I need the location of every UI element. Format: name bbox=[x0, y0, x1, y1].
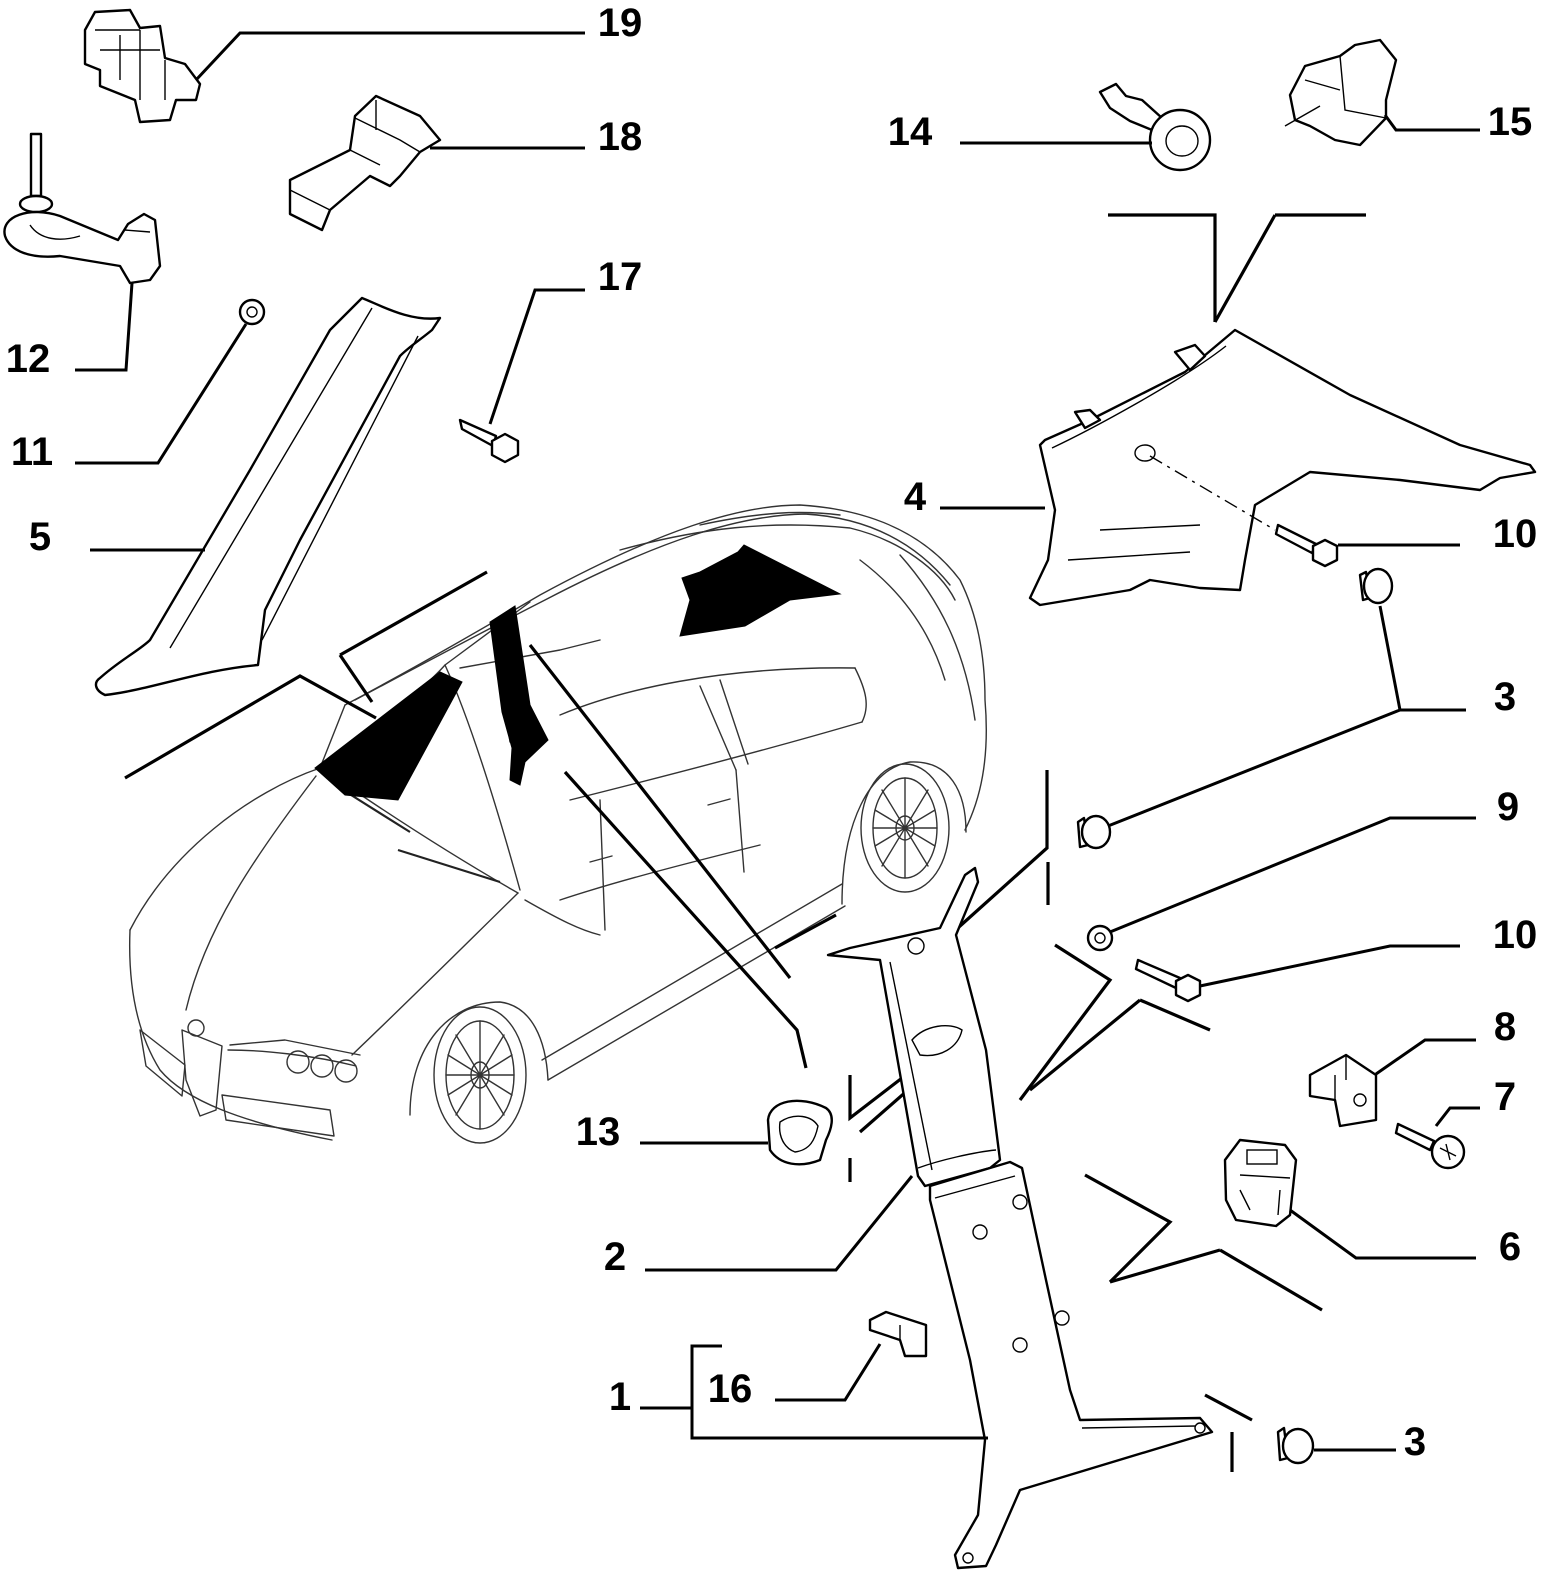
part-3-clip-lower bbox=[1276, 1426, 1315, 1465]
part-19-clip bbox=[83, 8, 202, 124]
b-pillar-highlight bbox=[489, 605, 549, 786]
callout-1: 1 bbox=[609, 1375, 631, 1419]
leader-6 bbox=[1289, 1208, 1476, 1260]
a-pillar-highlight bbox=[314, 671, 463, 801]
part-1-b-pillar-lower-trim bbox=[928, 1160, 1214, 1570]
part-16-plug bbox=[868, 1310, 928, 1358]
leader-15 bbox=[1383, 114, 1480, 132]
part-5-a-pillar-trim bbox=[94, 296, 442, 697]
leader-17 bbox=[488, 288, 585, 425]
callout-14: 14 bbox=[888, 110, 933, 154]
callout-7: 7 bbox=[1494, 1075, 1516, 1119]
callout-5: 5 bbox=[29, 515, 51, 559]
callout-18: 18 bbox=[598, 115, 643, 159]
part-12-bracket bbox=[3, 132, 162, 285]
part-7-screw bbox=[1394, 1122, 1466, 1170]
part-10-screw-middle bbox=[1134, 958, 1202, 1003]
pointer-lines bbox=[124, 213, 1366, 1472]
callout-10-middle: 10 bbox=[1493, 913, 1538, 957]
leader-1 bbox=[640, 1344, 988, 1440]
callout-11: 11 bbox=[11, 430, 53, 474]
part-14-push-pin bbox=[1098, 82, 1212, 172]
callout-12: 12 bbox=[6, 337, 51, 381]
callout-8: 8 bbox=[1494, 1005, 1516, 1049]
leader-9 bbox=[1109, 816, 1476, 934]
callout-17: 17 bbox=[598, 255, 643, 299]
leader-7 bbox=[1434, 1106, 1480, 1127]
part-11-nut bbox=[238, 298, 266, 326]
c-pillar-highlight bbox=[679, 544, 842, 637]
callout-16: 16 bbox=[708, 1367, 753, 1411]
part-3-clip-middle bbox=[1076, 814, 1112, 850]
callout-2: 2 bbox=[604, 1235, 626, 1279]
part-6-clip bbox=[1223, 1138, 1298, 1228]
leader-11 bbox=[75, 323, 248, 465]
part-10-screw bbox=[1274, 523, 1339, 568]
leader-2 bbox=[645, 1175, 914, 1272]
leader-3-upper bbox=[1107, 605, 1466, 828]
callout-labels: 19 18 17 14 15 12 11 5 4 10 3 9 10 8 7 1… bbox=[6, 1, 1538, 1464]
callout-3-lower: 3 bbox=[1404, 1420, 1426, 1464]
part-4-c-pillar-trim bbox=[1028, 328, 1537, 607]
part-8-clip bbox=[1308, 1053, 1378, 1128]
leader-12 bbox=[75, 282, 134, 372]
leader-8 bbox=[1375, 1038, 1476, 1076]
part-17-screw bbox=[458, 418, 520, 464]
callout-10-top: 10 bbox=[1493, 512, 1538, 556]
part-2-b-pillar-upper-trim bbox=[826, 866, 1002, 1188]
callout-13: 13 bbox=[576, 1110, 621, 1154]
leader-lines bbox=[75, 31, 1480, 1452]
part-9-nut bbox=[1086, 924, 1114, 952]
callout-19: 19 bbox=[598, 1, 643, 45]
leader-16 bbox=[775, 1343, 882, 1402]
part-13-pad bbox=[766, 1099, 833, 1166]
car-illustration bbox=[129, 504, 987, 1144]
part-18-clip bbox=[288, 94, 442, 232]
callout-15: 15 bbox=[1488, 100, 1533, 144]
callout-9: 9 bbox=[1497, 785, 1519, 829]
callout-6: 6 bbox=[1499, 1225, 1521, 1269]
callout-3-upper: 3 bbox=[1494, 675, 1516, 719]
part-3-clip bbox=[1358, 567, 1394, 605]
callout-4: 4 bbox=[904, 475, 927, 519]
leader-19 bbox=[194, 31, 585, 82]
leader-10-middle bbox=[1199, 944, 1460, 988]
part-15-clip bbox=[1284, 38, 1398, 147]
